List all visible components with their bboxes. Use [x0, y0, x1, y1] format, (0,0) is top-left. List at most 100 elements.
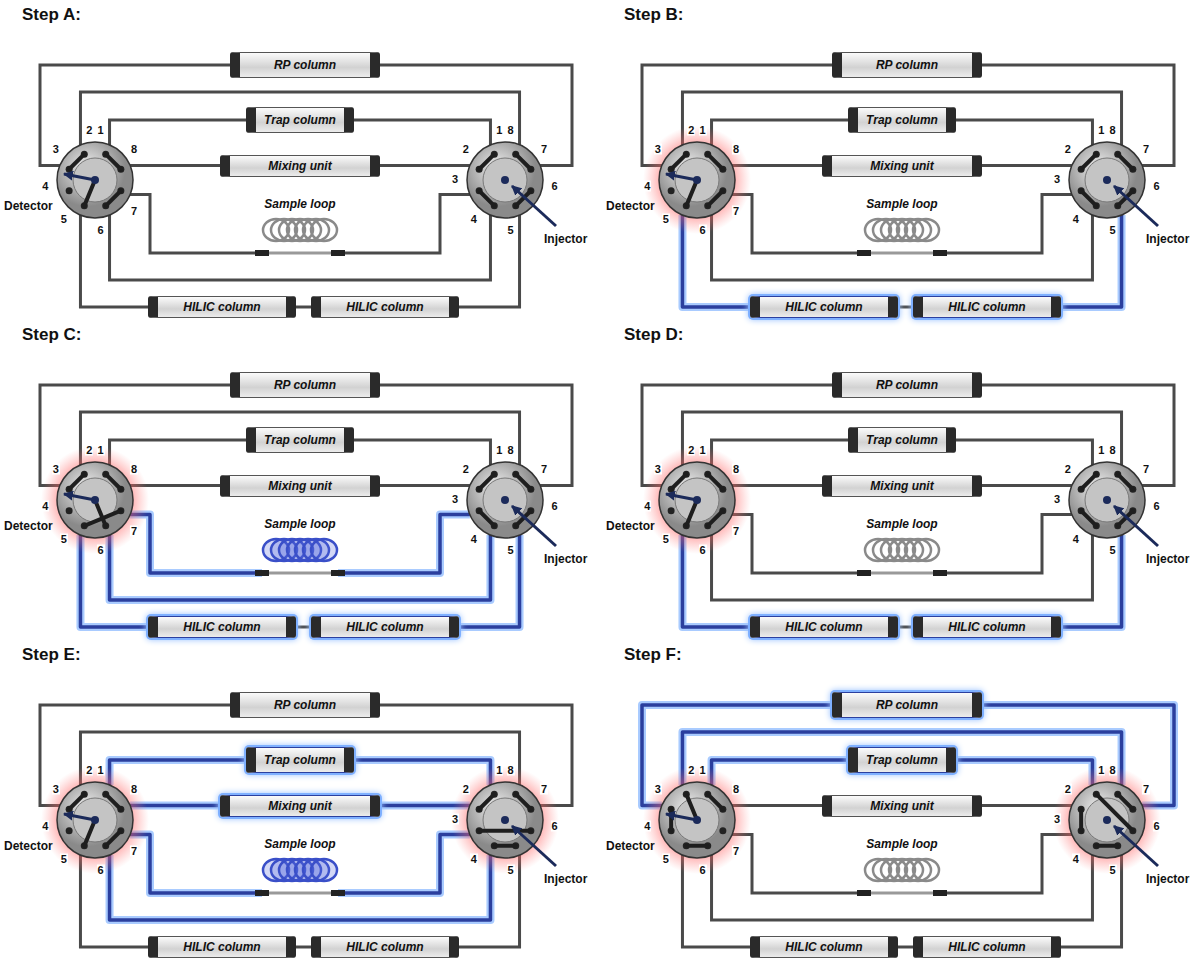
flow-tubing — [130, 835, 262, 893]
port-number: 4 — [643, 500, 651, 511]
sample-loop-label: Sample loop — [264, 838, 335, 850]
port-number: 3 — [52, 143, 60, 154]
port-number: 5 — [662, 534, 670, 545]
port-number: 1 — [495, 445, 503, 456]
injector-label: Injector — [1146, 233, 1189, 245]
port-number: 6 — [1153, 820, 1161, 831]
sample-loop-coil — [255, 859, 345, 896]
valve-groove — [84, 820, 95, 846]
column-label: HILIC column — [948, 940, 1025, 954]
port-number: 5 — [1109, 864, 1117, 875]
tubing — [80, 412, 519, 465]
flow-halo — [1061, 535, 1122, 627]
port-number: 6 — [1153, 180, 1161, 191]
valve-groove — [1081, 191, 1096, 206]
valve-groove — [494, 844, 515, 848]
valve-groove — [479, 794, 494, 809]
column-label: HILIC column — [346, 300, 423, 314]
column-label: HILIC column — [785, 620, 862, 634]
column-label: Trap column — [866, 113, 938, 127]
column-label: Trap column — [264, 433, 336, 447]
sample-loop-label: Sample loop — [866, 518, 937, 530]
port-number: 8 — [130, 783, 138, 794]
port-number: 5 — [507, 224, 515, 235]
port-number: 5 — [662, 854, 670, 865]
port-number: 1 — [495, 765, 503, 776]
column-label: Mixing unit — [268, 799, 331, 813]
detector-label: Detector — [606, 200, 655, 212]
tubing — [712, 855, 1093, 920]
port-number: 8 — [1109, 765, 1117, 776]
valve-groove — [516, 154, 531, 169]
port-number: 3 — [654, 463, 662, 474]
port-number: 4 — [470, 854, 478, 865]
tubing — [80, 732, 519, 785]
tubing — [130, 195, 262, 253]
flow-halo — [110, 535, 491, 600]
valve-groove — [686, 180, 697, 206]
port-number: 5 — [507, 544, 515, 555]
column-box: Mixing unit — [822, 475, 982, 497]
tube-connector — [898, 946, 913, 949]
coil-winding — [913, 219, 939, 241]
column-box: RP column — [832, 372, 982, 398]
valve-groove — [106, 794, 121, 809]
port-number: 4 — [643, 180, 651, 191]
step-panel — [40, 385, 572, 627]
step-title: Step D: — [624, 326, 684, 343]
flow-halo — [459, 535, 520, 627]
column-box: Trap column — [848, 427, 956, 453]
valve-groove — [1079, 809, 1083, 830]
port-number: 4 — [41, 500, 49, 511]
column-label: Mixing unit — [268, 159, 331, 173]
detector-arrow — [64, 494, 95, 500]
tubing — [80, 215, 148, 307]
tubing — [940, 515, 1072, 573]
tubing — [110, 120, 247, 145]
column-label: RP column — [274, 58, 336, 72]
column-box: Trap column — [848, 747, 956, 773]
column-box: Trap column — [848, 107, 956, 133]
valve-groove — [479, 829, 531, 833]
port-number: 5 — [662, 214, 670, 225]
tubing — [380, 484, 470, 487]
tubing — [80, 92, 519, 145]
step-panel — [642, 705, 1174, 947]
port-number: 6 — [97, 544, 105, 555]
port-number: 7 — [540, 143, 548, 154]
valve-glow — [451, 766, 559, 874]
column-label: Trap column — [866, 753, 938, 767]
valve-groove — [708, 191, 723, 206]
tubing — [380, 164, 470, 167]
valve-groove — [479, 154, 494, 169]
port-number: 2 — [462, 463, 470, 474]
sample-loop-label: Sample loop — [264, 518, 335, 530]
flow-halo — [682, 732, 1121, 785]
detector-arrow — [64, 174, 95, 180]
valve-port — [719, 827, 726, 834]
port-number: 8 — [130, 463, 138, 474]
column-label: Trap column — [264, 113, 336, 127]
valve-groove — [708, 794, 723, 809]
tubing — [682, 92, 1121, 145]
column-label: Trap column — [866, 433, 938, 447]
port-number: 6 — [551, 500, 559, 511]
flow-tubing — [338, 835, 470, 893]
valve-glow — [643, 766, 751, 874]
port-number: 6 — [699, 864, 707, 875]
coil-winding — [311, 539, 337, 561]
port-number: 7 — [130, 526, 138, 537]
column-box: Mixing unit — [220, 795, 380, 817]
coil-winding — [913, 539, 939, 561]
column-box: Mixing unit — [220, 475, 380, 497]
valve-groove — [84, 180, 95, 206]
column-box: HILIC column — [311, 296, 459, 318]
port-number: 4 — [41, 820, 49, 831]
tubing — [380, 385, 572, 485]
column-label: HILIC column — [346, 940, 423, 954]
valve-groove — [686, 794, 697, 820]
column-label: Trap column — [264, 753, 336, 767]
valve-groove — [708, 474, 723, 489]
detector-arrow — [666, 174, 697, 180]
